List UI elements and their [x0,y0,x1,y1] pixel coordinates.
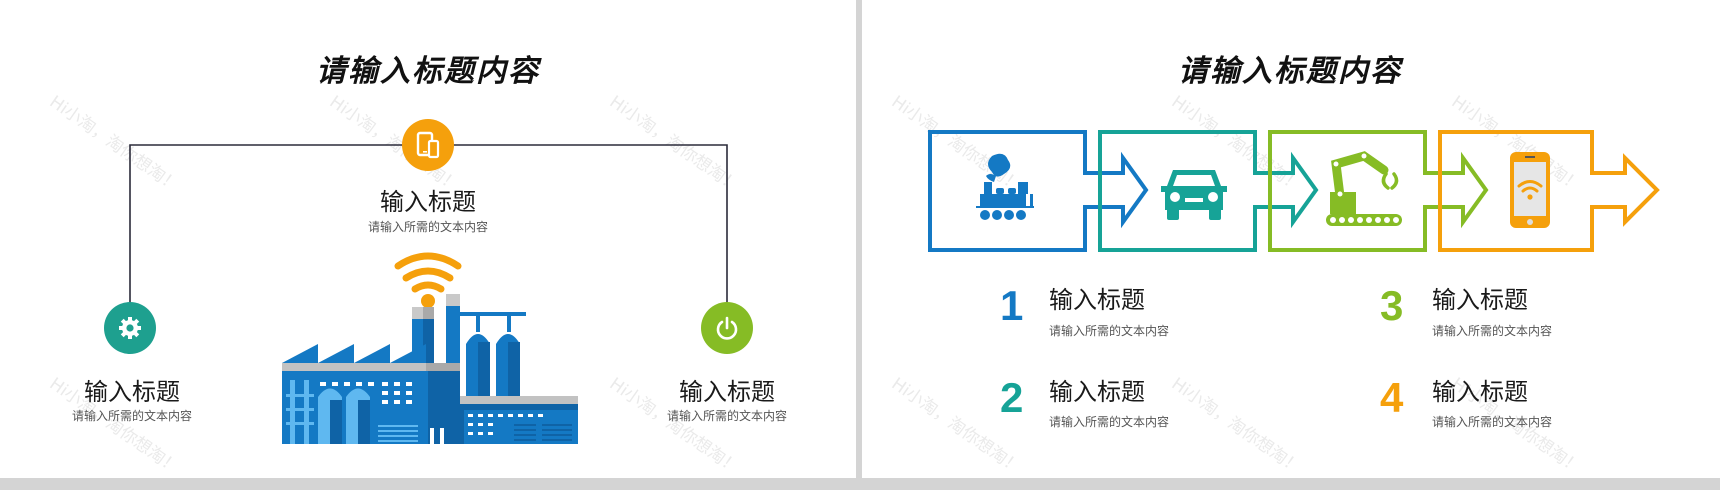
process-flow [928,130,1660,252]
item-title: 输入标题 [1049,378,1145,406]
item-title: 输入标题 [1432,286,1528,314]
right-item-badge [701,302,753,354]
left-item-badge [104,302,156,354]
car-icon [1161,170,1227,220]
item-title: 输入标题 [84,378,180,406]
step-number: 2 [1000,374,1024,421]
factory-illustration [282,252,578,444]
item-subtitle: 请输入所需的文本内容 [1049,415,1170,429]
page-title: 请输入标题内容 [316,54,540,89]
step-number: 4 [1380,374,1404,421]
item-title: 输入标题 [1432,378,1528,406]
item-subtitle: 请输入所需的文本内容 [666,409,788,423]
power-icon [716,316,738,340]
item-subtitle: 请输入所需的文本内容 [1432,324,1553,338]
item-subtitle: 请输入所需的文本内容 [367,220,489,234]
item-subtitle: 请输入所需的文本内容 [1432,415,1553,429]
steam-train-icon [976,153,1034,220]
smartphone-wifi-icon [1510,152,1550,228]
page-title: 请输入标题内容 [1178,54,1402,89]
step-number: 3 [1380,282,1404,329]
gear-icon [119,317,141,339]
step-number: 1 [1000,282,1024,329]
wifi-icon [394,252,462,293]
item-title: 输入标题 [679,378,775,406]
slide-right: Hi小淘，淘你想淘！ Hi小淘，淘你想淘！ Hi小淘，淘你想淘！ Hi小淘，淘你… [862,0,1720,478]
item-title: 输入标题 [1049,286,1145,314]
item-subtitle: 请输入所需的文本内容 [71,409,193,423]
item-subtitle: 请输入所需的文本内容 [1049,324,1170,338]
top-item-badge [402,119,454,171]
tablet-phone-icon [416,131,440,159]
item-title: 输入标题 [380,188,476,216]
slide-left: Hi小淘，淘你想淘！ Hi小淘，淘你想淘！ Hi小淘，淘你想淘！ Hi小淘，淘你… [0,0,856,478]
robot-arm-icon [1326,151,1402,226]
